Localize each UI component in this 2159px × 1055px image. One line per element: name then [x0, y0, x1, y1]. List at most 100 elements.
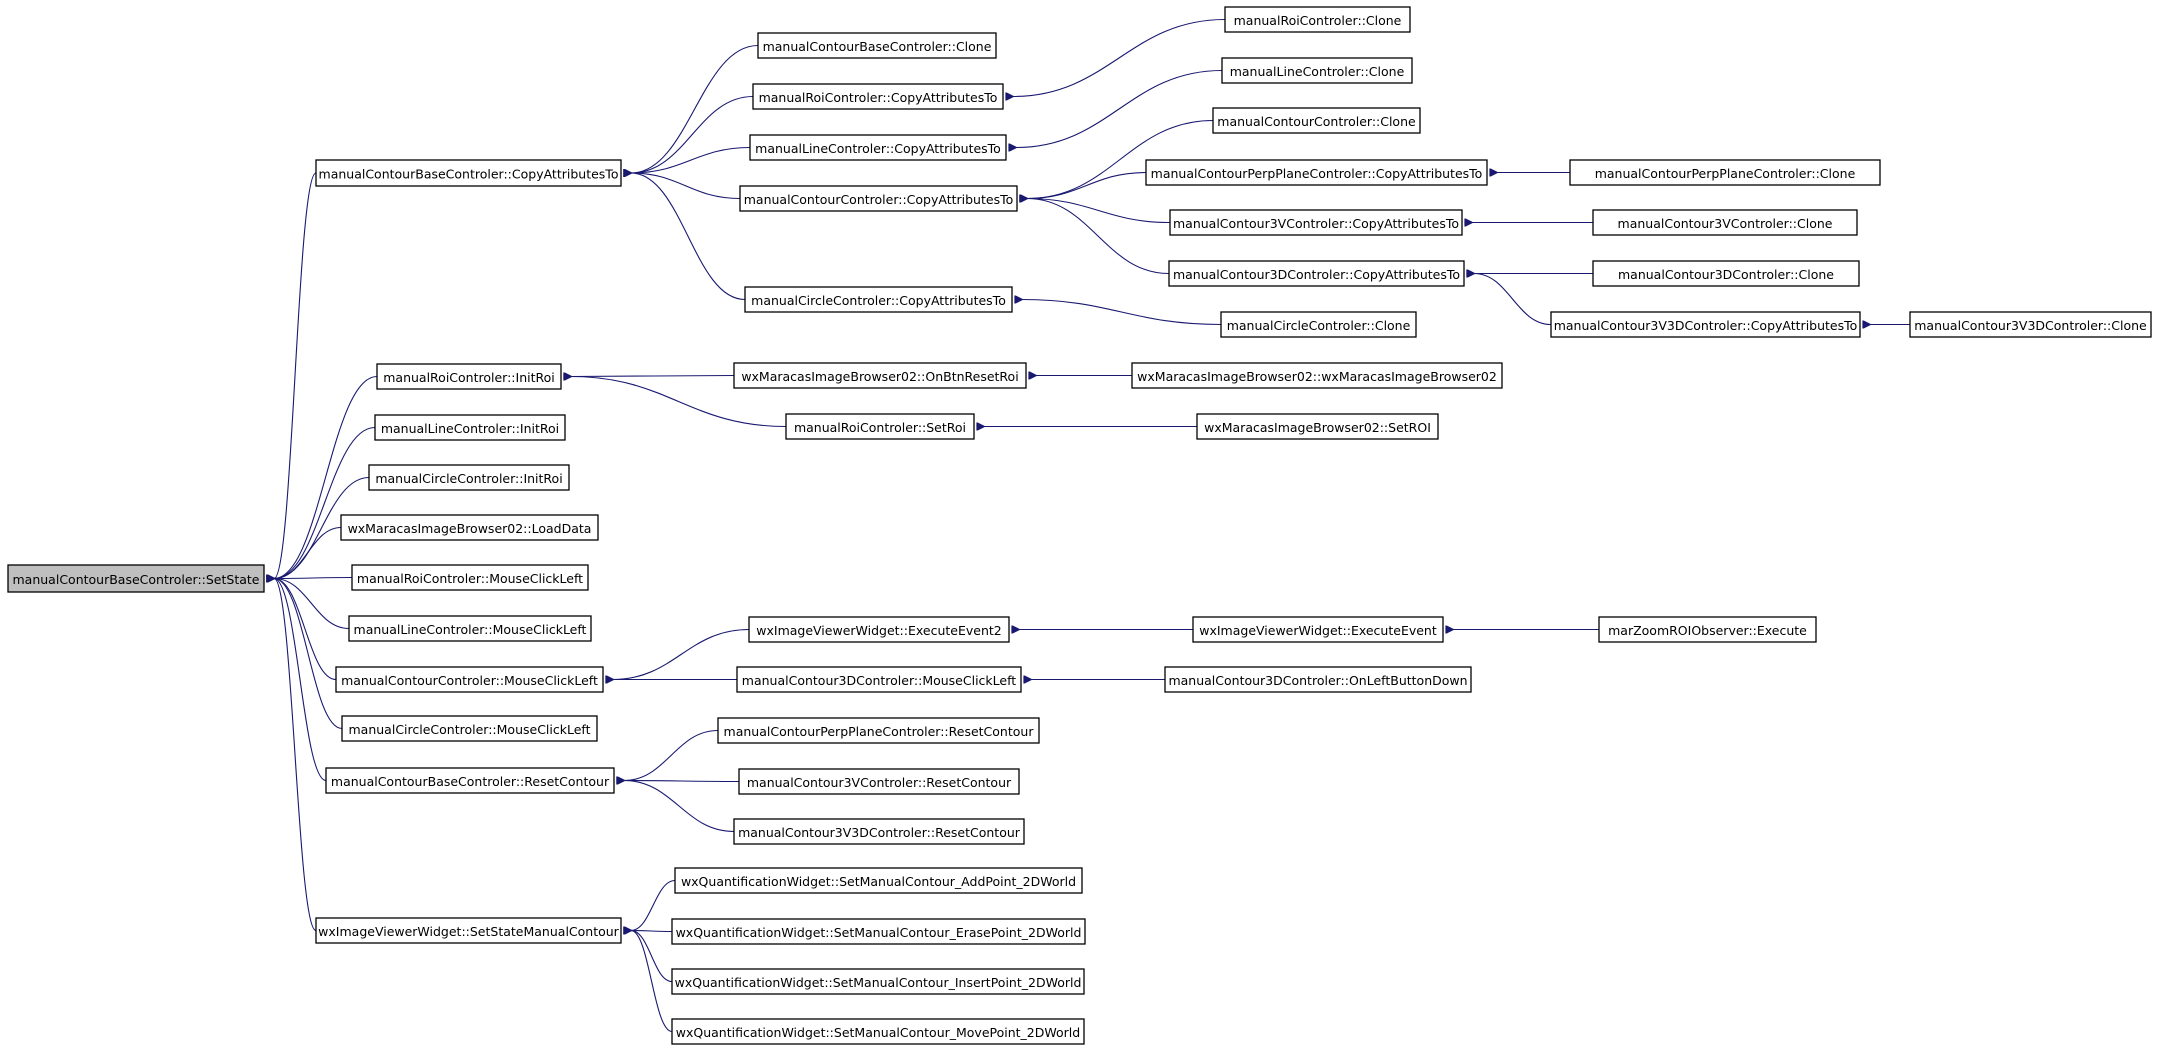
node-box[interactable]	[717, 717, 1040, 744]
node-box[interactable]	[733, 362, 1027, 389]
node-box[interactable]	[671, 968, 1085, 995]
node-box[interactable]	[1224, 6, 1411, 33]
graph-node[interactable]: wxImageViewerWidget::ExecuteEvent	[1192, 616, 1444, 643]
node-box[interactable]	[744, 286, 1013, 313]
node-box[interactable]	[1168, 260, 1465, 287]
graph-node[interactable]: manualContour3V3DControler::ResetContour	[733, 818, 1025, 845]
graph-node[interactable]: manualContourBaseControler::SetState	[7, 564, 265, 593]
node-box[interactable]	[739, 185, 1018, 212]
graph-node[interactable]: wxImageViewerWidget::SetStateManualConto…	[315, 917, 622, 944]
graph-node[interactable]: manualRoiControler::Clone	[1224, 6, 1411, 33]
root-node-box[interactable]	[7, 564, 265, 593]
graph-node[interactable]: manualContourPerpPlaneControler::ResetCo…	[717, 717, 1040, 744]
node-box[interactable]	[1550, 311, 1861, 338]
graph-node[interactable]: wxQuantificationWidget::SetManualContour…	[674, 867, 1083, 894]
graph-node[interactable]: wxQuantificationWidget::SetManualContour…	[671, 968, 1085, 995]
node-box[interactable]	[1909, 311, 2152, 338]
graph-node[interactable]: manualCircleControler::MouseClickLeft	[341, 715, 598, 742]
node-box[interactable]	[1592, 260, 1860, 287]
node-box[interactable]	[1598, 616, 1817, 643]
node-box[interactable]	[1569, 159, 1881, 186]
graph-node[interactable]: wxQuantificationWidget::SetManualContour…	[671, 1018, 1085, 1045]
graph-node[interactable]: wxMaracasImageBrowser02::wxMaracasImageB…	[1131, 362, 1503, 389]
node-box[interactable]	[1164, 666, 1472, 693]
node-box[interactable]	[785, 413, 975, 440]
node-box[interactable]	[315, 917, 622, 944]
node-box[interactable]	[674, 867, 1083, 894]
graph-node[interactable]: manualContourPerpPlaneControler::CopyAtt…	[1145, 159, 1488, 186]
graph-node[interactable]: manualContourBaseControler::CopyAttribut…	[315, 159, 622, 187]
node-box[interactable]	[671, 1018, 1085, 1045]
graph-node[interactable]: wxQuantificationWidget::SetManualContour…	[671, 918, 1086, 945]
graph-node[interactable]: manualContour3DControler::CopyAttributes…	[1168, 260, 1465, 287]
node-box[interactable]	[351, 564, 589, 591]
graph-node[interactable]: manualLineControler::CopyAttributesTo	[749, 134, 1007, 161]
graph-node[interactable]: manualContour3V3DControler::Clone	[1909, 311, 2152, 338]
node-label: manualContour3V3DControler::CopyAttribut…	[1554, 318, 1858, 333]
node-box[interactable]	[736, 666, 1022, 693]
node-label: wxMaracasImageBrowser02::OnBtnResetRoi	[741, 369, 1018, 384]
graph-node[interactable]: manualContour3VControler::CopyAttributes…	[1169, 209, 1463, 236]
node-box[interactable]	[368, 464, 570, 491]
node-box[interactable]	[733, 818, 1025, 845]
node-label: manualCircleControler::MouseClickLeft	[349, 722, 591, 737]
node-box[interactable]	[335, 666, 604, 693]
graph-node[interactable]: manualContour3VControler::Clone	[1592, 209, 1858, 236]
graph-node[interactable]: manualContourBaseControler::Clone	[757, 32, 997, 59]
graph-node[interactable]: manualContourControler::Clone	[1212, 107, 1421, 134]
graph-node[interactable]: manualContour3V3DControler::CopyAttribut…	[1550, 311, 1861, 338]
node-box[interactable]	[749, 134, 1007, 161]
node-label: wxImageViewerWidget::ExecuteEvent2	[756, 623, 1001, 638]
node-box[interactable]	[325, 767, 615, 794]
graph-node[interactable]: manualContourBaseControler::ResetContour	[325, 767, 615, 794]
graph-node[interactable]: manualLineControler::MouseClickLeft	[348, 615, 592, 642]
node-box[interactable]	[738, 768, 1020, 795]
graph-node[interactable]: manualCircleControler::CopyAttributesTo	[744, 286, 1013, 313]
graph-node[interactable]: manualRoiControler::CopyAttributesTo	[752, 83, 1004, 110]
node-box[interactable]	[1220, 311, 1417, 338]
graph-node[interactable]: manualLineControler::InitRoi	[374, 414, 566, 441]
call-edge-n29-to-n14	[1016, 69, 1223, 148]
node-box[interactable]	[341, 715, 598, 742]
graph-node[interactable]: wxMaracasImageBrowser02::SetROI	[1196, 413, 1439, 440]
node-box[interactable]	[1196, 413, 1439, 440]
graph-node[interactable]: wxImageViewerWidget::ExecuteEvent2	[748, 616, 1010, 643]
graph-node[interactable]: manualLineControler::Clone	[1221, 57, 1413, 84]
graph-node[interactable]: wxMaracasImageBrowser02::LoadData	[340, 514, 599, 541]
node-box[interactable]	[1212, 107, 1421, 134]
call-edge-n28-to-n13	[1013, 18, 1226, 97]
graph-node[interactable]: manualRoiControler::MouseClickLeft	[351, 564, 589, 591]
graph-node[interactable]: manualRoiControler::InitRoi	[376, 363, 562, 390]
node-box[interactable]	[1169, 209, 1463, 236]
graph-node[interactable]: manualContourControler::CopyAttributesTo	[739, 185, 1018, 212]
node-label: manualLineControler::Clone	[1230, 64, 1405, 79]
call-edge-n2-to-n0	[274, 375, 378, 579]
graph-node[interactable]: manualRoiControler::SetRoi	[785, 413, 975, 440]
graph-node[interactable]: wxMaracasImageBrowser02::OnBtnResetRoi	[733, 362, 1027, 389]
node-box[interactable]	[315, 159, 622, 187]
node-box[interactable]	[1221, 57, 1413, 84]
graph-node[interactable]: marZoomROIObserver::Execute	[1598, 616, 1817, 643]
node-box[interactable]	[348, 615, 592, 642]
node-box[interactable]	[1192, 616, 1444, 643]
node-box[interactable]	[671, 918, 1086, 945]
graph-node[interactable]: manualCircleControler::Clone	[1220, 311, 1417, 338]
graph-node[interactable]: manualContour3DControler::MouseClickLeft	[736, 666, 1022, 693]
call-edge-n13-to-n1	[631, 95, 754, 174]
node-box[interactable]	[1131, 362, 1503, 389]
call-edge-n18-to-n2	[571, 377, 787, 428]
graph-node[interactable]: manualCircleControler::InitRoi	[368, 464, 570, 491]
graph-node[interactable]: manualContourControler::MouseClickLeft	[335, 666, 604, 693]
graph-node[interactable]: manualContour3VControler::ResetContour	[738, 768, 1020, 795]
graph-node[interactable]: manualContour3DControler::OnLeftButtonDo…	[1164, 666, 1472, 693]
node-box[interactable]	[376, 363, 562, 390]
node-box[interactable]	[340, 514, 599, 541]
node-box[interactable]	[1592, 209, 1858, 236]
node-box[interactable]	[374, 414, 566, 441]
graph-node[interactable]: manualContour3DControler::Clone	[1592, 260, 1860, 287]
node-box[interactable]	[1145, 159, 1488, 186]
node-box[interactable]	[757, 32, 997, 59]
node-box[interactable]	[748, 616, 1010, 643]
node-box[interactable]	[752, 83, 1004, 110]
graph-node[interactable]: manualContourPerpPlaneControler::Clone	[1569, 159, 1881, 186]
